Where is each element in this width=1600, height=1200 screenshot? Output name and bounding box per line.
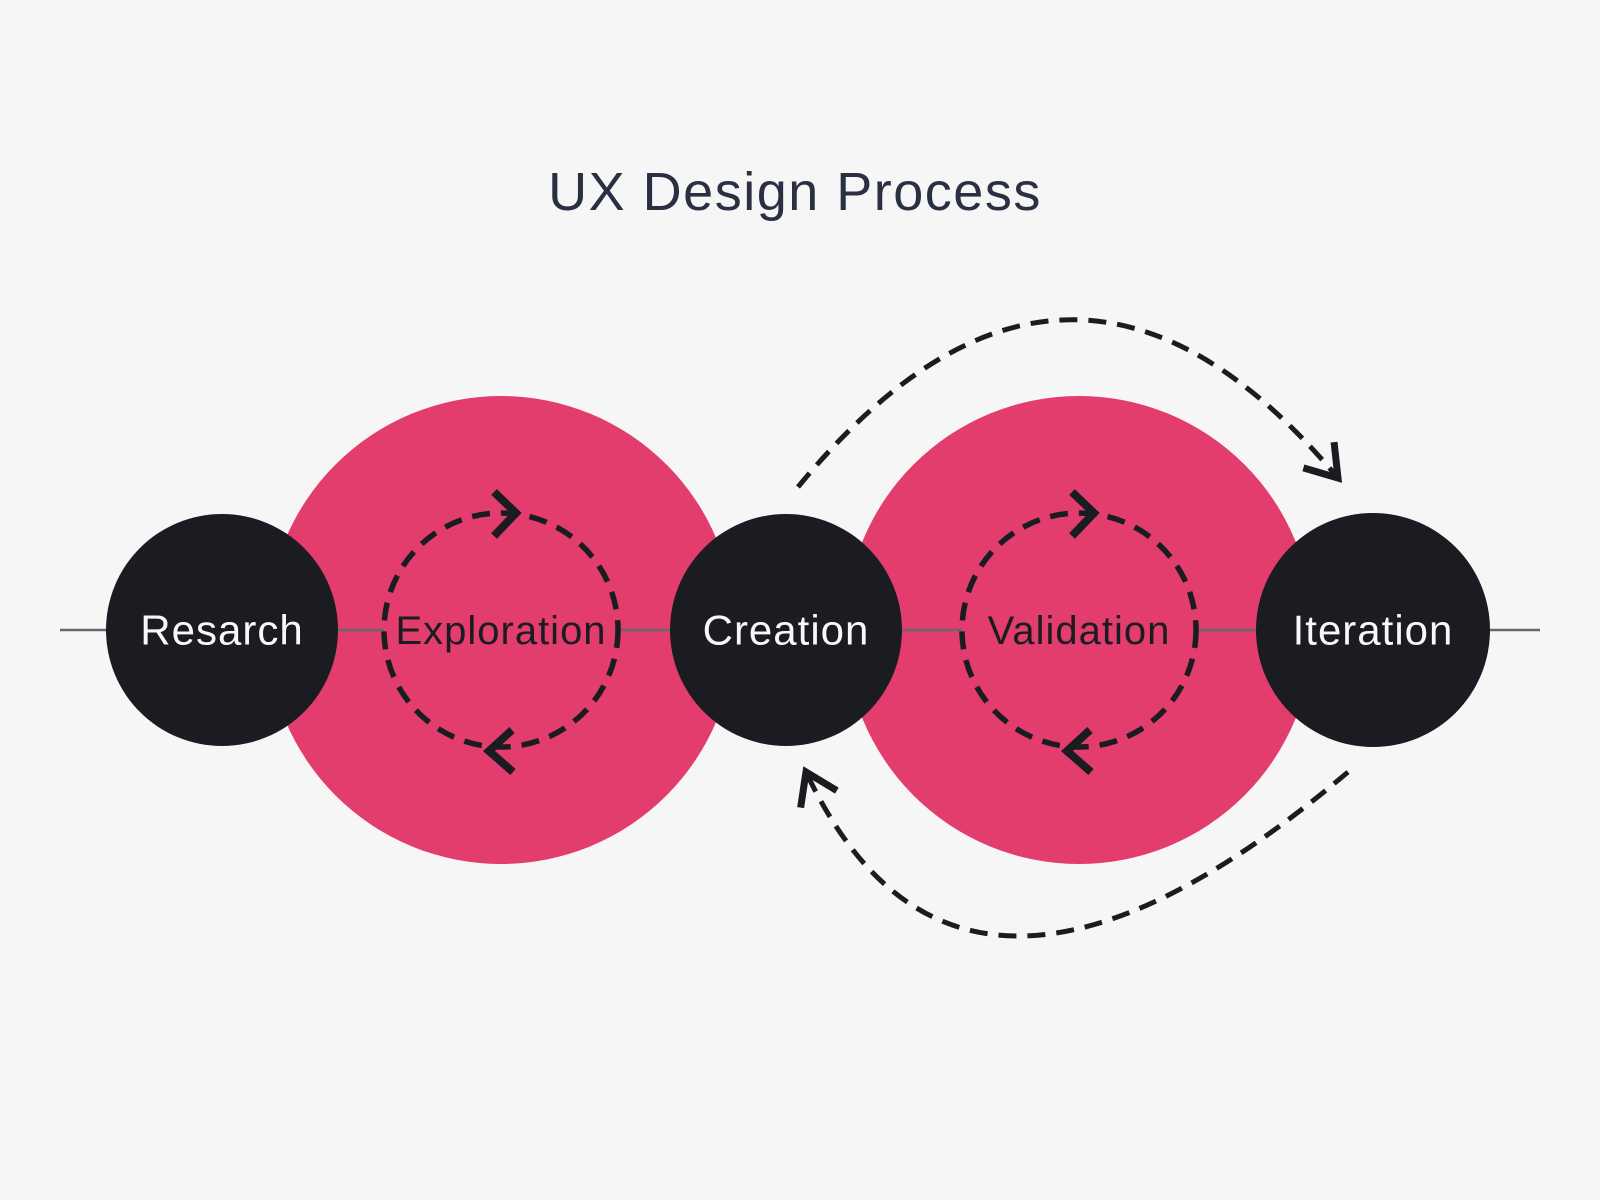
cycle-arrow-clockwise-top-icon [491,489,522,539]
cycle-exploration [381,489,621,776]
stage-label-iteration: Iteration [1293,607,1454,654]
stage-circle-creation [670,514,902,746]
stage-label-research: Resarch [140,607,303,654]
cycle-dashed-circle-exploration [381,510,621,750]
cycle-arrow-clockwise-bottom-icon [1060,727,1094,776]
stage-circle-iteration [1256,513,1490,747]
feedback-arc-creation-to-iteration [796,317,1343,489]
feedback-arc-iteration-to-creation [797,766,1350,939]
stage-label-exploration: Exploration [395,609,606,653]
cycle-arrow-clockwise-top-icon [1069,489,1100,539]
cycle-dashed-circle-validation [959,510,1199,750]
cycle-validation [959,489,1199,776]
stage-label-creation: Creation [703,607,870,654]
stage-label-validation: Validation [988,609,1171,653]
page-title: UX Design Process [548,162,1042,222]
stage-circle-research [106,514,338,746]
cycle-arrow-clockwise-bottom-icon [482,727,516,776]
